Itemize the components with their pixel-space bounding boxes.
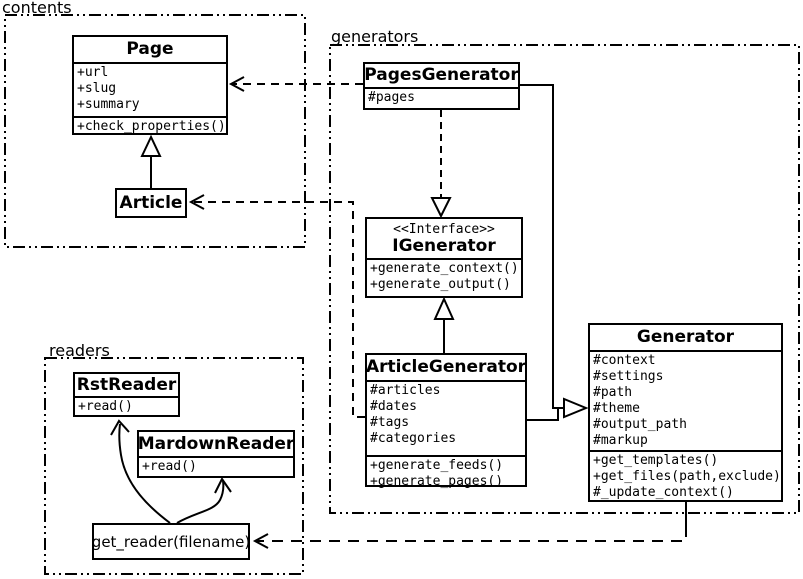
attribute: #path <box>593 385 633 400</box>
package-label-readers: readers <box>49 341 110 360</box>
class-igenerator: <<Interface>> IGenerator +generate_conte… <box>365 217 523 298</box>
edge-getreader-rstreader <box>118 423 171 524</box>
arrowhead-page-icon <box>228 76 245 92</box>
class-igenerator-methods: +generate_context() +generate_output() <box>367 260 521 296</box>
method: +generate_feeds() <box>370 458 504 473</box>
class-mardownreader: MardownReader +read() <box>137 430 295 478</box>
attribute: #settings <box>593 369 664 384</box>
class-article: Article <box>115 188 187 218</box>
class-page: Page +url +slug +summary +check_properti… <box>72 35 228 135</box>
contents-package-border <box>4 14 306 248</box>
method: +generate_context() <box>370 261 519 276</box>
attribute: #context <box>593 353 656 368</box>
method: #_update_context() <box>593 485 734 500</box>
package-label-generators: generators <box>331 27 419 46</box>
class-igenerator-title: <<Interface>> IGenerator <box>367 219 521 260</box>
class-page-name: Page <box>74 37 226 64</box>
class-article-name: Article <box>119 192 183 213</box>
class-articlegenerator-name: ArticleGenerator <box>366 355 526 382</box>
package-label-contents: contents <box>2 0 72 17</box>
attribute: +url <box>77 65 109 80</box>
class-mardownreader-name: MardownReader <box>138 432 294 458</box>
method: +generate_output() <box>370 277 511 292</box>
arrowhead-rstreader-icon <box>110 419 130 436</box>
class-pagesgenerator-attributes: #pages <box>365 89 518 108</box>
arrowhead-getreader-icon <box>252 533 269 549</box>
class-rstreader: RstReader +read() <box>73 372 180 417</box>
class-rstreader-methods: +read() <box>75 398 178 416</box>
class-pagesgenerator: PagesGenerator #pages <box>363 62 520 110</box>
class-generator-attributes: #context #settings #path #theme #output_… <box>590 352 781 450</box>
attribute: #categories <box>370 431 457 446</box>
class-generator: Generator #context #settings #path #them… <box>588 323 783 502</box>
class-articlegenerator: ArticleGenerator #articles #dates #tags … <box>365 353 527 489</box>
get-reader-node: get_reader(filename) <box>92 523 250 560</box>
attribute: #articles <box>370 383 441 398</box>
attribute: #dates <box>370 399 417 414</box>
attribute: #theme <box>593 401 640 416</box>
attribute: #pages <box>368 90 415 105</box>
arrowhead-mardownreader-icon <box>214 477 232 494</box>
attribute: #tags <box>370 415 410 430</box>
generators-package-border <box>329 44 800 514</box>
method: +get_templates() <box>593 453 719 468</box>
arrowhead-article-icon <box>188 194 205 210</box>
class-articlegenerator-methods: +generate_feeds() +generate_pages() <box>367 455 525 491</box>
method: +check_properties() <box>77 119 226 134</box>
class-generator-name: Generator <box>590 325 781 352</box>
class-generator-methods: +get_templates() +get_files(path,exclude… <box>590 450 781 502</box>
class-mardownreader-methods: +read() <box>139 458 293 476</box>
class-page-attributes: +url +slug +summary <box>74 64 226 116</box>
triangle-generator-icon <box>563 397 589 419</box>
edge-generator-getreader <box>257 526 687 542</box>
triangle-article-page-icon <box>140 134 162 157</box>
class-igenerator-name: IGenerator <box>392 235 496 256</box>
class-igenerator-stereotype: <<Interface>> <box>393 221 495 237</box>
triangle-pagesgenerator-igenerator-icon <box>430 197 452 219</box>
class-rstreader-name: RstReader <box>75 374 178 398</box>
triangle-articlegenerator-igenerator-icon <box>433 296 455 320</box>
attribute: +summary <box>77 97 140 112</box>
method: +get_files(path,exclude) <box>593 469 781 484</box>
attribute: #markup <box>593 433 648 448</box>
edge-getreader-mardownreader <box>176 480 225 524</box>
class-articlegenerator-attributes: #articles #dates #tags #categories <box>367 382 525 455</box>
readers-package-border <box>44 357 304 575</box>
attribute: +slug <box>77 81 117 96</box>
class-page-methods: +check_properties() <box>74 116 226 136</box>
method: +generate_pages() <box>370 474 504 489</box>
attribute: #output_path <box>593 417 687 432</box>
class-pagesgenerator-name: PagesGenerator <box>364 64 519 89</box>
method: +read() <box>142 459 197 474</box>
method: +read() <box>78 399 133 414</box>
edge-articlegenerator-generator <box>527 408 559 421</box>
edge-articlegenerator-article <box>193 201 365 418</box>
